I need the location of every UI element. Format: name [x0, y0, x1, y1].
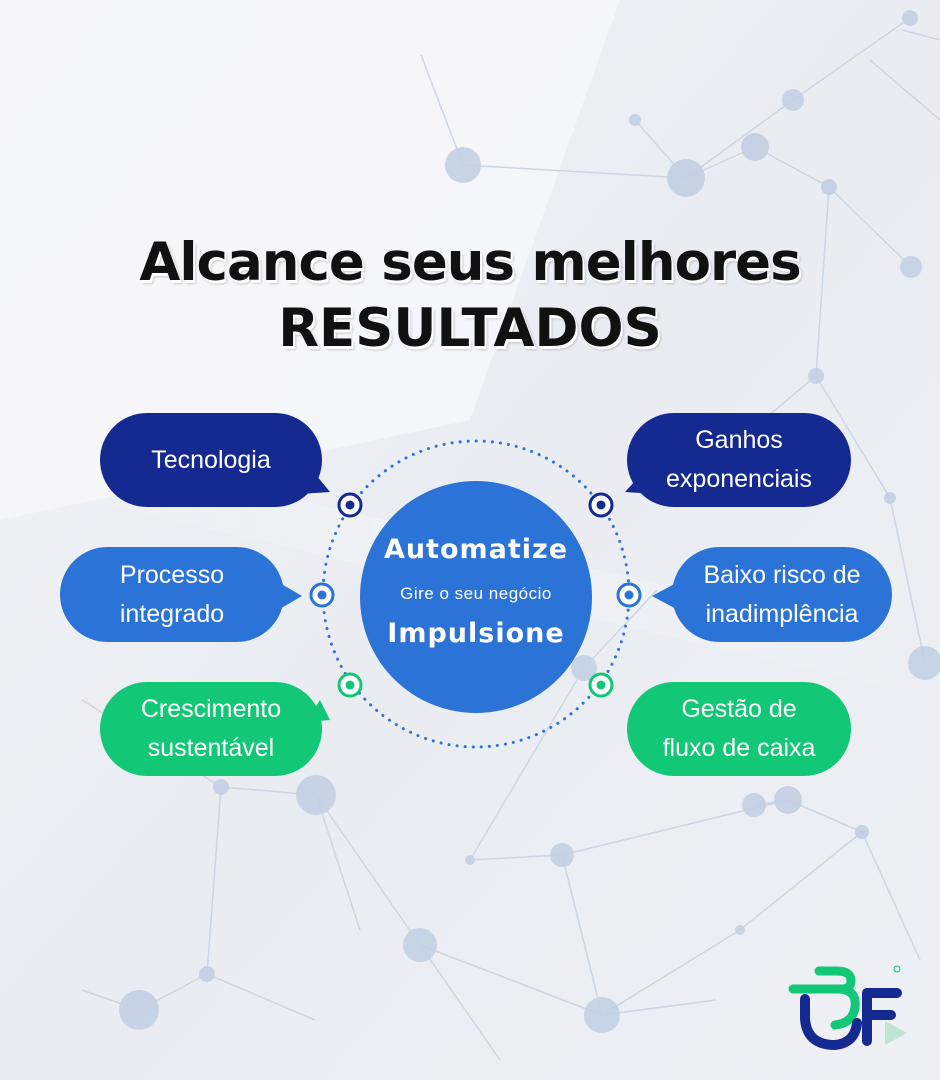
bubble-crescimento-sustentavel: Crescimento sustentável [100, 682, 322, 776]
bubble-line: Crescimento [140, 695, 282, 723]
bubble-line: inadimplência [705, 599, 859, 628]
hub-title-bottom: Impulsione [387, 618, 565, 649]
tail-left-2 [278, 582, 302, 610]
bubble-line: Baixo risco de [703, 560, 861, 589]
concentric-dot-icon [337, 492, 363, 518]
concentric-dot-icon [616, 582, 642, 608]
bubble-baixo-risco: Baixo risco de inadimplência [672, 547, 892, 642]
bubble-ganhos-exponenciais: Ganhos exponenciais [627, 413, 851, 507]
bubble-line: Ganhos [695, 426, 783, 454]
concentric-dot-icon [588, 672, 614, 698]
tail-right-2 [652, 582, 678, 610]
bubble-gestao-fluxo-caixa: Gestão de fluxo de caixa [627, 682, 851, 776]
bubble-line: integrado [119, 599, 225, 628]
bubble-line: Processo [119, 560, 225, 589]
concentric-dot-icon [309, 582, 335, 608]
bubble-line: Tecnologia [151, 445, 271, 474]
headline-line-2: RESULTADOS [278, 298, 662, 359]
bubble-line: sustentável [147, 734, 275, 762]
bubble-tecnologia: Tecnologia [100, 413, 322, 507]
headline-line-1: Alcance seus melhores [139, 232, 801, 293]
bubble-line: exponenciais [666, 465, 812, 493]
bubble-line: fluxo de caixa [662, 734, 816, 762]
hub-title-top: Automatize [383, 534, 569, 565]
hub-subtitle: Gire o seu negócio [400, 584, 552, 603]
bubble-processo-integrado: Processo integrado [60, 547, 284, 642]
bubble-line: Gestão de [681, 695, 797, 723]
center-hub [360, 481, 592, 713]
concentric-dot-icon [588, 492, 614, 518]
concentric-dot-icon [337, 672, 363, 698]
bf-logo-icon [788, 965, 907, 1050]
